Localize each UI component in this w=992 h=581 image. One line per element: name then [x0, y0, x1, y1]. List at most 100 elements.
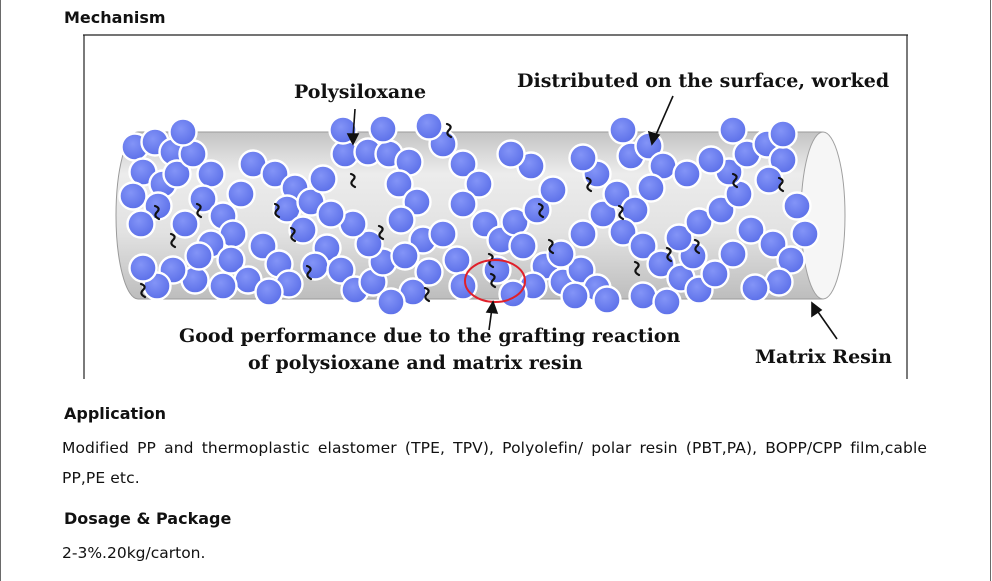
application-heading: Application — [64, 404, 167, 423]
polysiloxane-particle — [718, 239, 748, 269]
polysiloxane-particle — [652, 287, 682, 317]
matrix-resin-arrow — [815, 308, 838, 340]
polysiloxane-particle — [442, 245, 472, 275]
grafting-hook — [693, 238, 701, 255]
polysiloxane-particle — [184, 241, 214, 271]
grafting-hook — [585, 176, 593, 193]
matrix-resin-arrowhead — [811, 301, 823, 318]
grafting-hook — [139, 282, 147, 299]
polysiloxane-particle — [316, 199, 346, 229]
polysiloxane-particle — [608, 115, 638, 145]
grafting-arrowhead — [485, 300, 499, 314]
polysiloxane-particle — [308, 164, 338, 194]
grafting-hook — [547, 238, 555, 255]
polysiloxane-particle — [196, 159, 226, 189]
grafting-hook — [537, 202, 545, 219]
polysiloxane-particle — [216, 245, 246, 275]
polysiloxane-particle — [448, 189, 478, 219]
grafting-hook — [445, 122, 453, 139]
polysiloxane-particle — [170, 209, 200, 239]
polysiloxane-particle — [128, 253, 158, 283]
polysiloxane-particle — [768, 119, 798, 149]
polysiloxane-particle — [288, 215, 318, 245]
polysiloxane-particle — [672, 159, 702, 189]
polysiloxane-particle — [628, 231, 658, 261]
dosage-package-text: 2-3%.20kg/carton. — [62, 544, 206, 562]
polysiloxane-particle — [448, 149, 478, 179]
polysiloxane-particle — [414, 257, 444, 287]
polysiloxane-particle — [776, 245, 806, 275]
polysiloxane-particle — [790, 219, 820, 249]
grafting-hook — [169, 232, 177, 249]
mechanism-diagram: Polysiloxane Distributed on the surface,… — [83, 34, 908, 379]
polysiloxane-particle — [498, 279, 528, 309]
polysiloxane-particle — [636, 173, 666, 203]
mechanism-heading: Mechanism — [64, 8, 166, 27]
polysiloxane-particle — [592, 285, 622, 315]
grafting-hook — [617, 204, 625, 221]
grafting-hook — [731, 172, 739, 189]
grafting-highlight-circle — [464, 259, 526, 303]
polysiloxane-particle — [168, 117, 198, 147]
polysiloxane-particle — [764, 267, 794, 297]
right-border-line — [990, 0, 991, 581]
polysiloxane-particle — [782, 191, 812, 221]
grafting-hook — [305, 264, 313, 281]
dosage-package-heading: Dosage & Package — [64, 509, 232, 528]
polysiloxane-particle — [546, 239, 576, 269]
grafting-hook — [633, 260, 641, 277]
grafting-hook — [423, 286, 431, 303]
polysiloxane-particle — [208, 271, 238, 301]
polysiloxane-particle — [700, 259, 730, 289]
grafting-chains — [139, 122, 785, 303]
polysiloxane-particle — [740, 273, 770, 303]
good-performance-label-line2: of polysioxane and matrix resin — [248, 352, 583, 374]
grafting-hook — [489, 272, 497, 289]
polysiloxane-particle — [390, 241, 420, 271]
polysiloxane-particle — [628, 281, 658, 311]
distributed-arrow — [654, 95, 674, 138]
polysiloxane-particle — [376, 287, 406, 317]
polysiloxane-particle — [226, 179, 256, 209]
polysiloxane-particle — [538, 175, 568, 205]
grafting-hook — [195, 202, 203, 219]
grafting-hook — [289, 226, 297, 243]
grafting-hook — [349, 172, 357, 189]
mechanism-illustration: Polysiloxane Distributed on the surface,… — [83, 34, 908, 379]
polysiloxane-particle — [664, 223, 694, 253]
polysiloxane-particle — [560, 281, 590, 311]
polysiloxane-particle — [496, 139, 526, 169]
polysiloxane-arrow — [352, 108, 356, 139]
grafting-hook — [377, 224, 385, 241]
polysiloxane-particle — [118, 181, 148, 211]
polysiloxane-particle — [568, 219, 598, 249]
left-border-line — [0, 0, 1, 581]
polysiloxane-particle — [428, 219, 458, 249]
polysiloxane-particles — [118, 111, 820, 317]
distributed-arrowhead — [647, 130, 661, 146]
polysiloxane-particle — [126, 209, 156, 239]
polysiloxane-particle — [718, 115, 748, 145]
polysiloxane-particle — [736, 215, 766, 245]
matrix-resin-label: Matrix Resin — [755, 346, 892, 368]
polysiloxane-particle — [386, 205, 416, 235]
polysiloxane-particle — [260, 159, 290, 189]
polysiloxane-particle — [162, 159, 192, 189]
polysiloxane-particle — [368, 114, 398, 144]
polysiloxane-arrowhead — [346, 133, 360, 146]
distributed-label: Distributed on the surface, worked — [517, 70, 889, 92]
polysiloxane-particle — [384, 169, 414, 199]
polysiloxane-particle — [464, 169, 494, 199]
grafting-hook — [153, 204, 161, 221]
polysiloxane-particle — [188, 184, 218, 214]
polysiloxane-particle — [696, 145, 726, 175]
grafting-hook — [273, 202, 281, 219]
grafting-hook — [777, 176, 785, 193]
polysiloxane-particle — [354, 229, 384, 259]
label-arrows — [346, 95, 838, 340]
polysiloxane-particle — [508, 231, 538, 261]
polysiloxane-particle — [588, 199, 618, 229]
polysiloxane-particle — [326, 255, 356, 285]
good-performance-label-line1: Good performance due to the grafting rea… — [179, 325, 681, 347]
polysiloxane-particle — [300, 251, 330, 281]
